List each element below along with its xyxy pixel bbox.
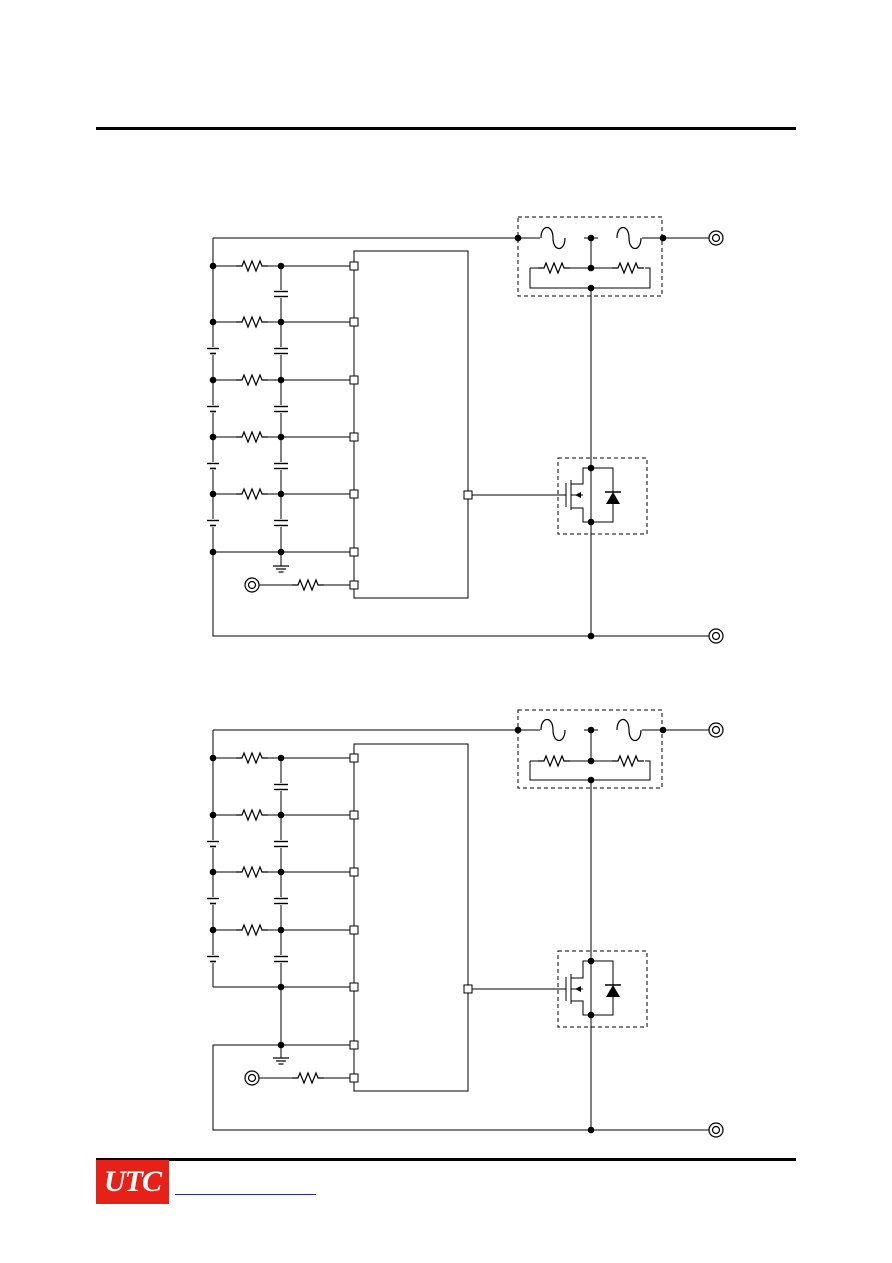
circuit-top-symbols [206,226,724,644]
circuit-bottom-symbols [206,718,724,1138]
utc-logo: UTC [96,1160,169,1204]
website-link[interactable] [175,1194,316,1195]
logo-text: UTC [104,1165,162,1198]
footer-rule [96,1158,796,1161]
circuit-top [212,216,709,637]
header-rule [96,127,796,130]
circuit-bottom [212,709,709,1131]
